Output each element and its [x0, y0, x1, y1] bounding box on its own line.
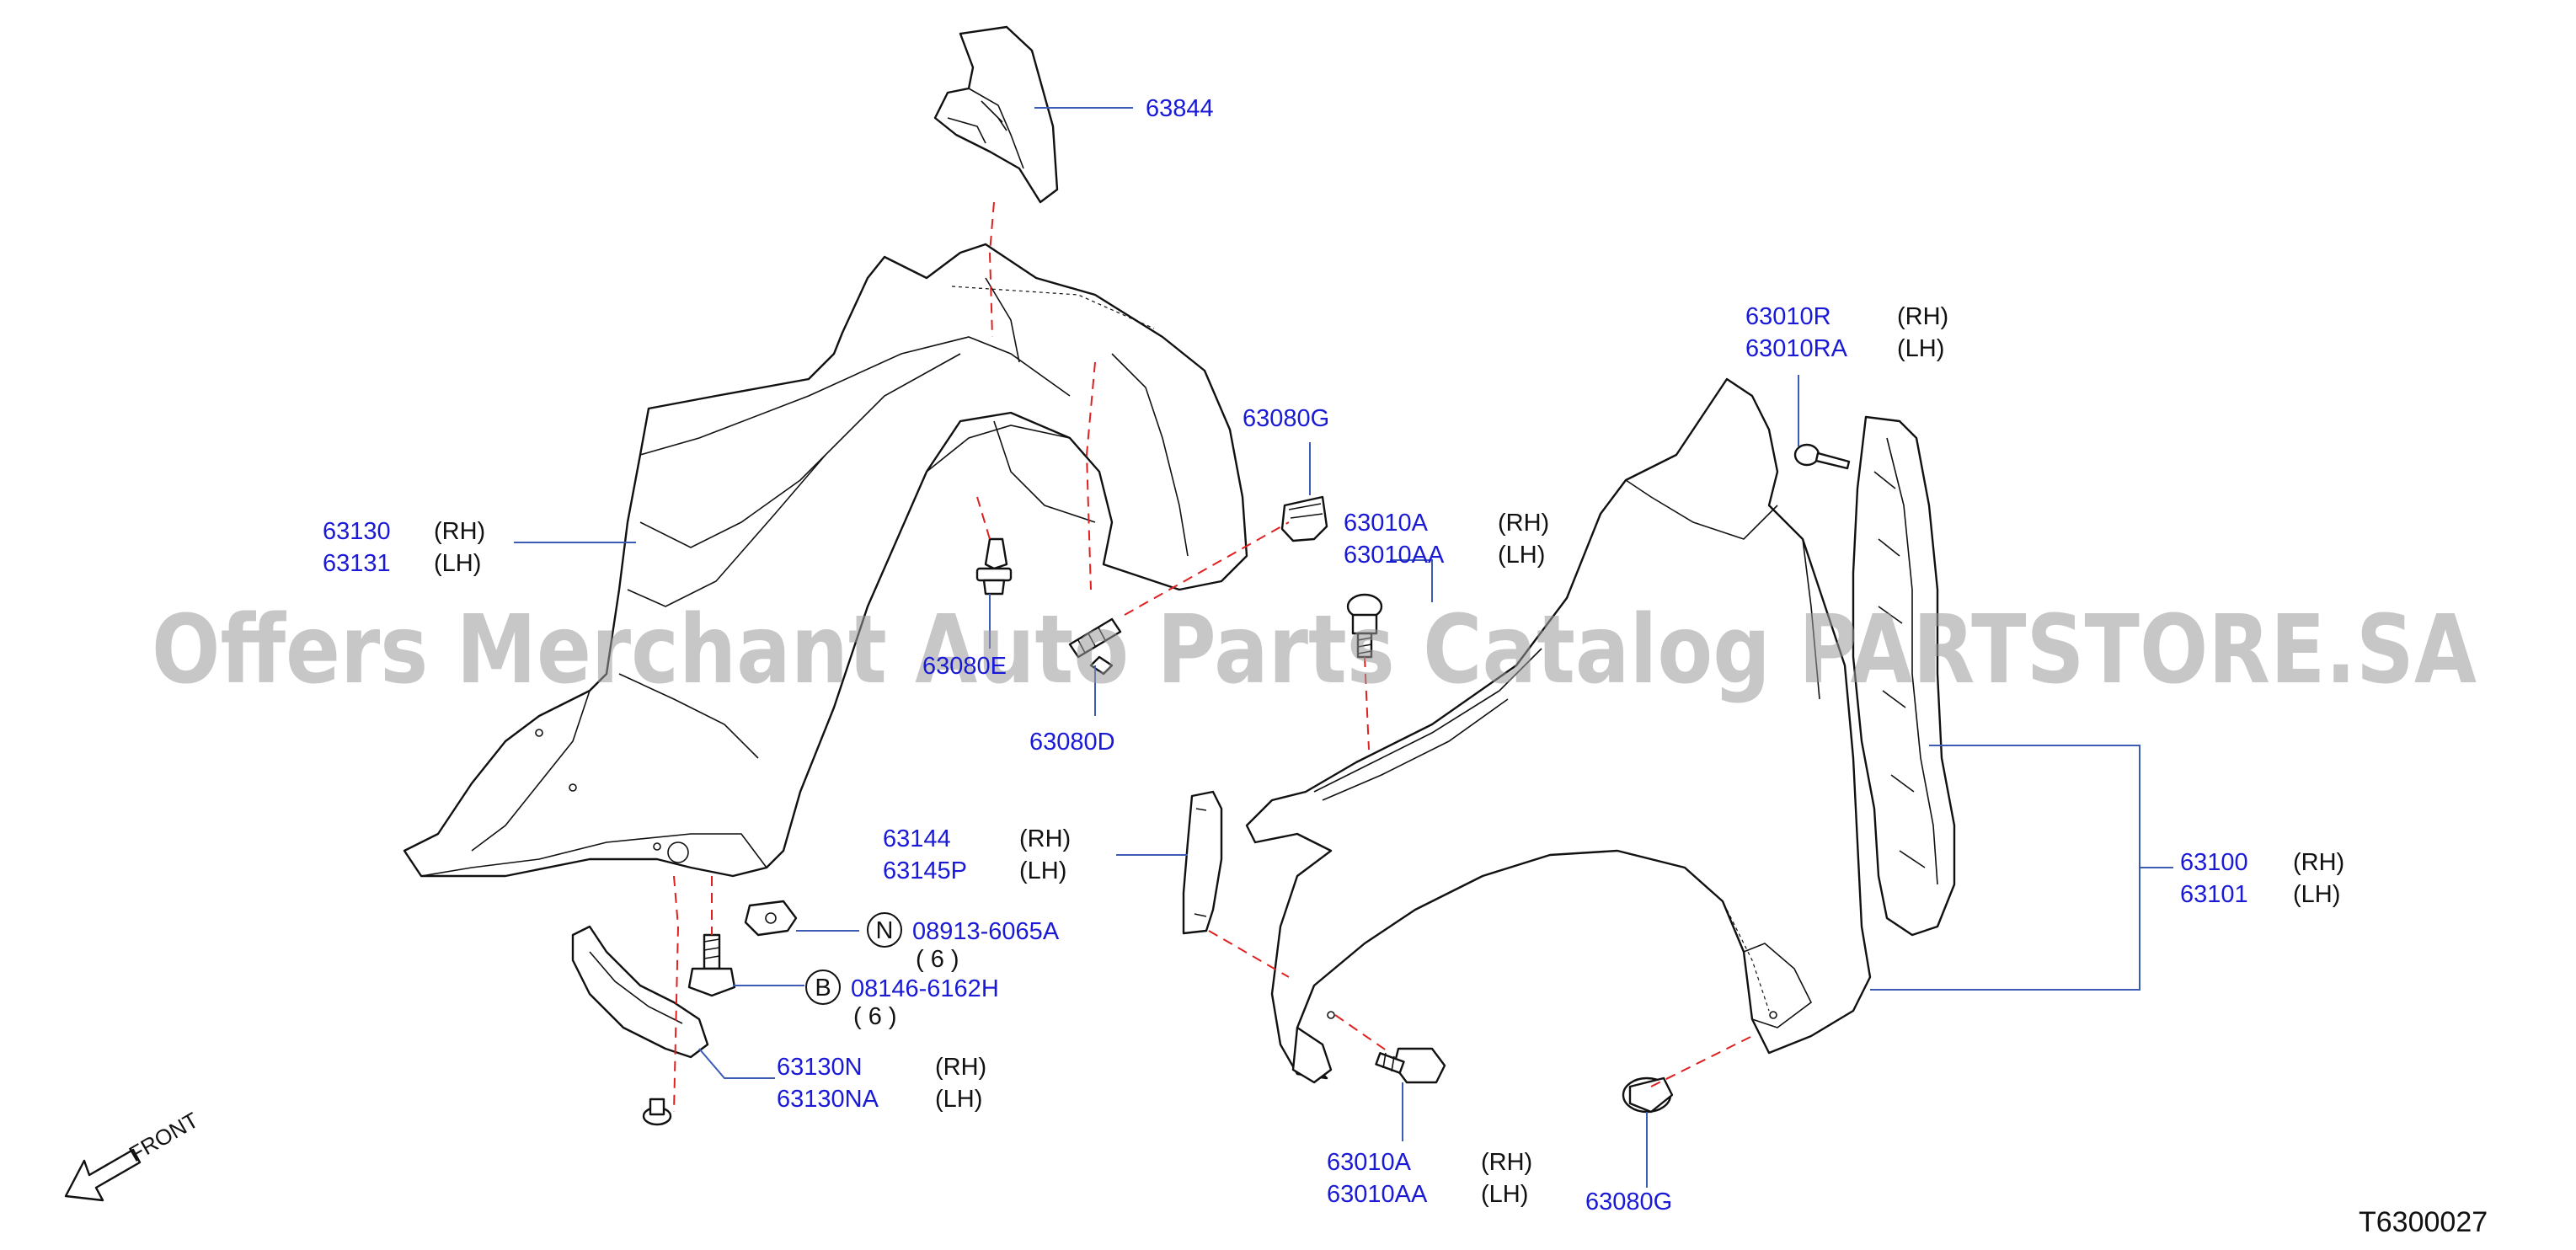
assembly-lines [673, 201, 1753, 1113]
screw-63080d-drawing [1068, 617, 1122, 676]
part-number-63844[interactable]: 63844 [1146, 95, 1214, 122]
side-rh-63010r: (RH) [1897, 303, 1948, 330]
part-number-63130[interactable]: 63130 [323, 518, 391, 545]
part-number-08913-6065a[interactable]: 08913-6065A [912, 918, 1060, 945]
screw-63010a-mid-drawing [1346, 593, 1383, 659]
part-number-63010ra[interactable]: 63010RA [1745, 335, 1848, 362]
clip-63080e-drawing [975, 537, 1013, 596]
bracket-63844-drawing [933, 25, 1059, 204]
part-number-63101[interactable]: 63101 [2180, 881, 2248, 908]
part-number-63080g-top[interactable]: 63080G [1243, 405, 1329, 432]
side-rh-63100: (RH) [2293, 849, 2344, 876]
side-rh-63130n: (RH) [935, 1054, 986, 1081]
part-number-63080d[interactable]: 63080D [1029, 729, 1115, 756]
side-lh-63101: (LH) [2293, 881, 2340, 908]
front-arrow-icon [64, 1148, 142, 1202]
side-rh-63010a-mid: (RH) [1498, 510, 1549, 537]
front-label: FRONT [125, 1107, 203, 1167]
part-number-63144[interactable]: 63144 [883, 825, 951, 852]
part-number-63100[interactable]: 63100 [2180, 849, 2248, 876]
part-number-63080e[interactable]: 63080E [922, 653, 1007, 680]
clip-63080g-top-drawing [1280, 495, 1328, 542]
watermark-text: Offers Merchant Auto Parts Catalog PARTS… [152, 596, 2477, 705]
wheel-liner-63130-drawing [403, 243, 1248, 878]
bracket-63130n-drawing [571, 925, 709, 1059]
bolt-08146-drawing [687, 933, 736, 997]
bracket-63144-drawing [1182, 790, 1223, 935]
part-number-63010aa-mid[interactable]: 63010AA [1344, 542, 1445, 569]
part-number-63080g-bot[interactable]: 63080G [1585, 1189, 1672, 1215]
clip-63080g-bot-drawing [1622, 1076, 1674, 1114]
side-lh-63130na: (LH) [935, 1086, 982, 1113]
clip-lower-drawing [642, 1098, 672, 1126]
side-rh-63130: (RH) [434, 518, 485, 545]
part-number-63130n[interactable]: 63130N [777, 1054, 863, 1081]
seal-63100-drawing [1852, 415, 1956, 937]
diagram-code: T6300027 [2359, 1206, 2488, 1238]
marker-b-letter: B [815, 975, 831, 1002]
marker-b-circle [805, 970, 841, 1005]
part-number-63010a-mid[interactable]: 63010A [1344, 510, 1429, 537]
marker-n-circle [867, 912, 902, 948]
part-number-63131[interactable]: 63131 [323, 550, 391, 577]
part-number-63145p[interactable]: 63145P [883, 857, 967, 884]
qty-08146: ( 6 ) [853, 1003, 897, 1030]
qty-08913: ( 6 ) [916, 946, 959, 973]
side-lh-63010ra: (LH) [1897, 335, 1944, 362]
side-lh-63010aa-mid: (LH) [1498, 542, 1545, 569]
clip-nut-08913-drawing [744, 900, 798, 937]
part-number-08146-6162h[interactable]: 08146-6162H [851, 975, 999, 1002]
side-rh-63144: (RH) [1019, 825, 1071, 852]
part-number-63010r[interactable]: 63010R [1745, 303, 1831, 330]
part-number-63010a-bot[interactable]: 63010A [1327, 1149, 1412, 1176]
part-number-63130na[interactable]: 63130NA [777, 1086, 879, 1113]
side-lh-63131: (LH) [434, 550, 481, 577]
fender-drawing [1245, 377, 1872, 1084]
side-lh-63010aa-bot: (LH) [1481, 1181, 1528, 1208]
side-rh-63010a-bot: (RH) [1481, 1149, 1532, 1176]
screw-63010a-bot-drawing [1375, 1047, 1446, 1084]
marker-n-letter: N [876, 917, 894, 944]
clip-63010r-drawing [1793, 443, 1851, 470]
leader-lines [514, 107, 2173, 1188]
side-lh-63145p: (LH) [1019, 857, 1066, 884]
part-number-63010aa-bot[interactable]: 63010AA [1327, 1181, 1428, 1208]
